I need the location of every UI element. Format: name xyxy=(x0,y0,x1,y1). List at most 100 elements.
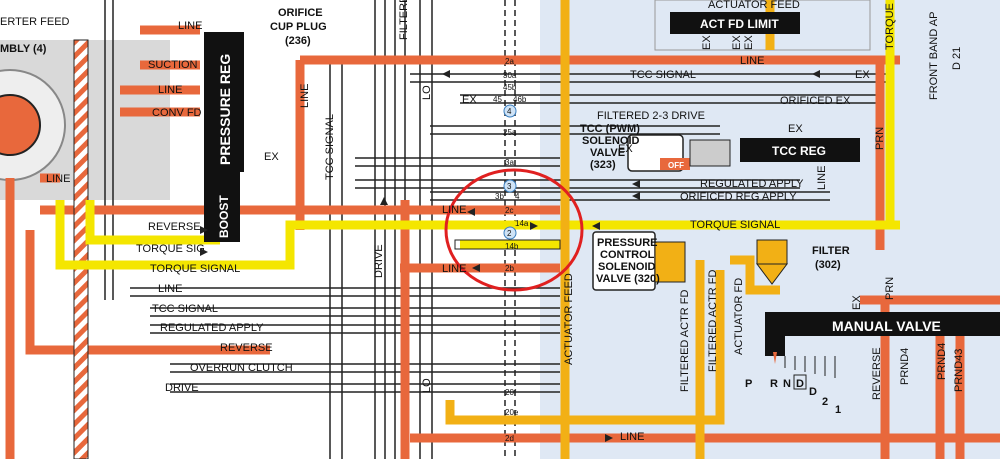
pcs-label-4: VALVE (320) xyxy=(596,273,660,285)
tcc-pwm-label-3: VALVE xyxy=(590,147,625,159)
d21-label-vertical: D 21 xyxy=(951,47,963,70)
line-label-2c: LINE xyxy=(442,204,466,216)
tcc-reg-label: TCC REG xyxy=(772,144,826,158)
line-label-top: LINE xyxy=(178,20,202,32)
passage-46b: 46b xyxy=(513,95,527,104)
reverse-label-vertical: REVERSE xyxy=(871,347,883,400)
gear-d-label: D xyxy=(809,386,817,398)
passage-4-marker: 4 xyxy=(507,107,512,116)
torque-signal-outlines xyxy=(454,239,561,250)
filter-funnel-icon xyxy=(756,263,788,285)
torque-signal-label-left: TORQUE SIGNAL xyxy=(150,263,240,275)
gear-2-label: 2 xyxy=(822,396,828,408)
line-label-pump: LINE xyxy=(158,84,182,96)
prn-label-vertical-bottom: PRN xyxy=(884,277,896,300)
assembly-label: MBLY (4) xyxy=(0,43,47,55)
gear-1-label: 1 xyxy=(835,404,841,416)
act-fd-limit-label: ACT FD LIMIT xyxy=(700,17,779,31)
annotation-circle xyxy=(444,168,584,292)
tcc-pwm-label-4: (323) xyxy=(590,159,616,171)
ex-label-act-1: EX xyxy=(701,35,713,50)
ex-label-act-3: EX xyxy=(743,35,755,50)
filter-label: FILTER xyxy=(812,245,850,257)
ex-label-act-2: EX xyxy=(731,35,743,50)
pump-gear-hub-icon xyxy=(0,94,41,156)
pcs-label-1: PRESSURE xyxy=(597,237,658,249)
tcc-solenoid-plunger xyxy=(689,139,731,167)
line-label-left: LINE xyxy=(46,173,70,185)
act-fd-limit-valve xyxy=(670,12,800,34)
filtered-label-vertical: FILTERED xyxy=(398,0,410,40)
orifice-cup-plug-label-2: CUP PLUG xyxy=(270,21,327,33)
passage-30a: 30a xyxy=(503,71,517,80)
actuator-feed-label-vertical: ACTUATOR FEED xyxy=(563,273,575,365)
pressure-reg-label: PRESSURE REG xyxy=(217,54,233,165)
passage-20f: 20f xyxy=(505,388,517,397)
passage-4b: 4 xyxy=(515,192,520,201)
filtered-actr-fd-label-1: FILTERED ACTR FD xyxy=(679,289,691,392)
manual-valve-pointer-icon xyxy=(773,352,777,364)
manual-valve-shaft xyxy=(765,336,785,356)
actuator-feed-label-top: ACTUATOR FEED xyxy=(708,0,800,11)
prnd4-label-vertical-2: PRND4 xyxy=(936,343,948,380)
tcc-signal-label-bottom: TCC SIGNAL xyxy=(152,303,218,315)
front-band-ap-label: FRONT BAND AP xyxy=(928,12,940,100)
reverse-label-bottom: REVERSE xyxy=(220,342,273,354)
passage-markers xyxy=(503,104,517,240)
orifice-cup-plug-label: ORIFICE xyxy=(278,7,323,19)
filtered-actr-fd-label-2: FILTERED ACTR FD xyxy=(707,269,719,372)
passage-14a: 14a xyxy=(515,219,529,228)
conv-fd-label: CONV FD xyxy=(152,107,202,119)
passage-20e: 20e xyxy=(505,408,519,417)
off-label: OFF xyxy=(668,161,684,170)
passage-25a: 25a xyxy=(503,128,517,137)
ex-label-30a: EX xyxy=(855,69,870,81)
filtered-2-3-drive-label: FILTERED 2-3 DRIVE xyxy=(597,110,705,122)
ex-label-reg: EX xyxy=(264,151,279,163)
line-pressure-passages xyxy=(5,25,1000,459)
filter-number: (302) xyxy=(815,259,841,271)
lo-label-vertical-top: LO xyxy=(421,85,433,100)
torque-signal-label-right: TORQUE SIGNAL xyxy=(690,219,780,231)
passage-3a: 3a xyxy=(505,158,514,167)
passage-2a: 2a xyxy=(505,57,514,66)
prnd43-label-vertical: PRND43 xyxy=(953,349,965,392)
pcs-label-3: SOLENOID xyxy=(598,261,656,273)
gear-n-label: N xyxy=(783,378,791,390)
torque-signal-passages xyxy=(55,0,900,270)
tcc-reg-label-box xyxy=(768,140,824,160)
drive-label: DRIVE xyxy=(165,382,199,394)
ex-label-45: EX xyxy=(462,94,477,106)
passage-3-marker: 3 xyxy=(507,182,512,191)
passage-45b: 45b xyxy=(503,83,517,92)
torque-label-vertical: TORQUE SIGNAL xyxy=(884,0,896,50)
ex-label-manual: EX xyxy=(851,295,863,310)
manual-valve-label: MANUAL VALVE xyxy=(832,318,941,334)
line-label-tcc-vertical: LINE xyxy=(816,166,828,190)
orificed-ex-label: ORIFICED EX xyxy=(780,95,851,107)
tcc-pwm-label-1: TCC (PWM) xyxy=(580,123,640,135)
regulated-apply-label-bottom: REGULATED APPLY xyxy=(160,322,264,334)
passage-2-marker: 2 xyxy=(507,229,512,238)
converter-feed-label: ERTER FEED xyxy=(0,16,70,28)
line-label-vertical: LINE xyxy=(299,84,311,108)
prn-label-vertical-top: PRN xyxy=(874,127,886,150)
manual-valve xyxy=(765,312,1000,336)
passage-14b: 14b xyxy=(505,242,519,251)
boost-valve xyxy=(204,172,240,242)
horizontal-signal-passages xyxy=(104,0,890,393)
orificed-reg-apply-label: ORIFICED REG APPLY xyxy=(680,191,797,203)
gear-d-selected-box xyxy=(793,374,807,390)
regulated-apply-label-top: REGULATED APPLY xyxy=(700,178,804,190)
filter-icon xyxy=(756,239,788,265)
tcc-signal-label-top: TCC SIGNAL xyxy=(630,69,696,81)
lo-label-vertical-bottom: LO xyxy=(421,378,433,393)
orifice-cup-plug-number: (236) xyxy=(285,35,311,47)
passage-2d: 2d xyxy=(505,434,514,443)
detent-ticks xyxy=(784,356,836,378)
drive-label-vertical: DRIVE xyxy=(373,244,385,278)
torque-sig-label: TORQUE SIG xyxy=(136,243,205,255)
striped-exhaust-passage xyxy=(73,39,89,459)
flow-arrows xyxy=(200,70,820,442)
